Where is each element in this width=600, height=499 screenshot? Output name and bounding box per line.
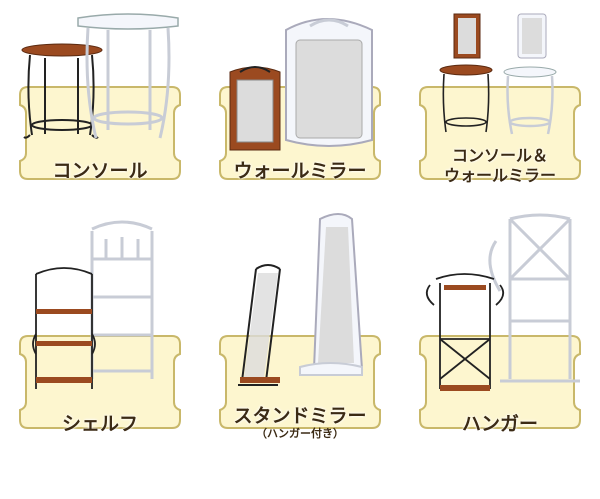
shelf-illustration [19,220,181,429]
category-label: シェルフ [61,413,138,435]
stand-mirror-illustration [219,213,381,429]
category-wall-mirror[interactable]: ウォールミラー [200,0,400,249]
category-label-line-2: ウォールミラー [443,166,556,185]
category-console-and-wall-mirror[interactable]: コンソール＆ ウォールミラー [400,0,600,249]
category-label-line-1: コンソール＆ [451,146,548,165]
category-label: スタンドミラー [233,405,367,427]
category-stand-mirror[interactable]: スタンドミラー （ハンガー付き） [200,213,400,498]
category-sublabel: （ハンガー付き） [256,427,344,440]
console-and-mirror-illustration [419,13,581,180]
category-console[interactable]: コンソール [0,0,200,249]
category-label: コンソール [52,160,148,182]
category-shelf[interactable]: シェルフ [0,220,200,498]
category-label: ハンガー [461,413,538,435]
category-label: ウォールミラー [233,160,367,182]
wall-mirror-illustration [219,18,381,180]
category-hanger[interactable]: ハンガー [400,213,600,498]
hanger-illustration [419,213,581,429]
console-illustration [19,13,181,180]
